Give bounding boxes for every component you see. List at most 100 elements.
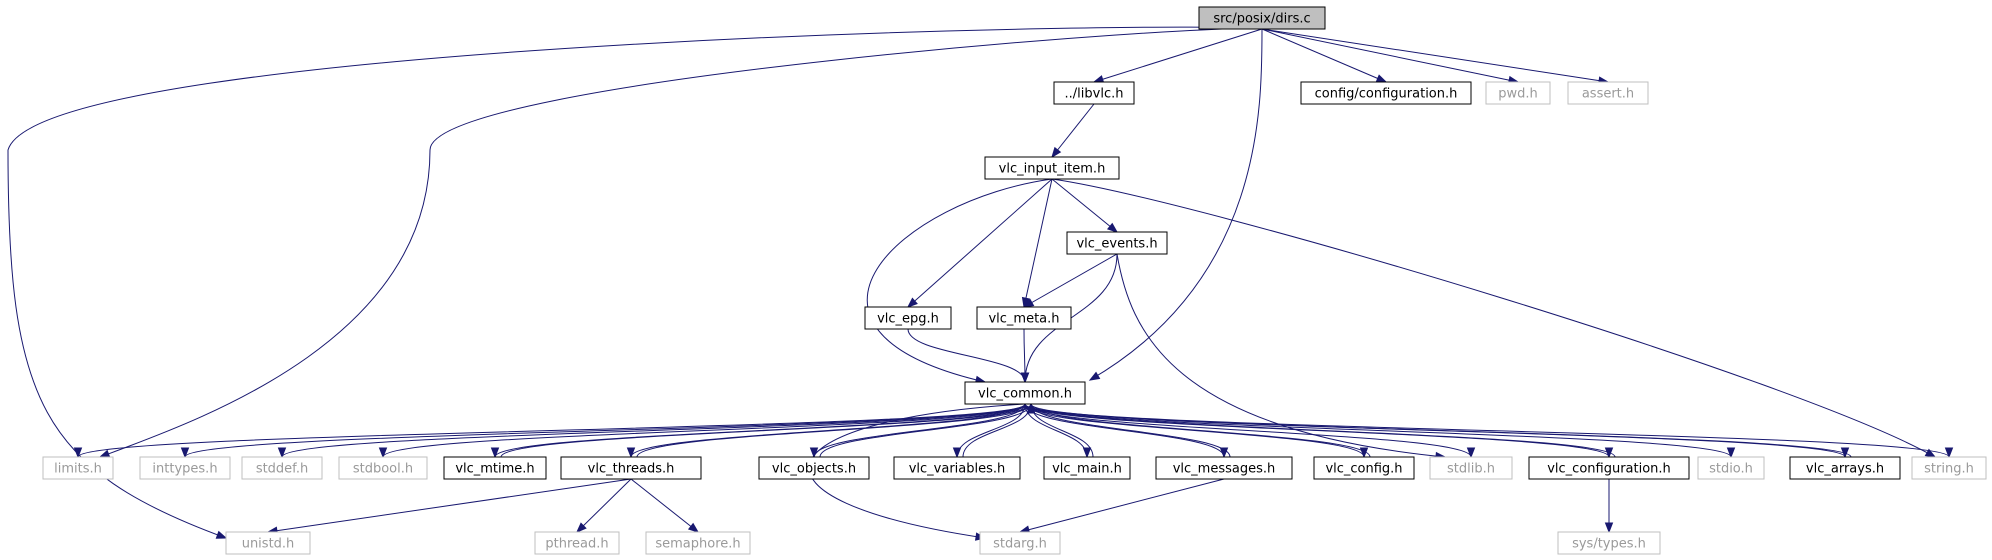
node-label: src/posix/dirs.c — [1213, 12, 1310, 27]
arrowhead-icon — [687, 522, 700, 533]
node-box — [443, 456, 547, 480]
edge-vlc_events_h-to-vlc_meta_h — [1022, 253, 1118, 308]
node-label: vlc_arrays.h — [1806, 462, 1884, 477]
arrowhead-icon — [1051, 146, 1062, 159]
edge-line — [1023, 178, 1053, 308]
node-box — [976, 306, 1072, 330]
arrowhead-icon — [1022, 298, 1035, 308]
node-vlc-mtime-h[interactable]: vlc_mtime.h — [443, 456, 547, 480]
node-label: unistd.h — [242, 537, 295, 552]
edge-vlc_input_item_h-to-vlc_meta_h — [1021, 178, 1053, 309]
edges-layer — [7, 26, 1954, 541]
node-vlc-variables-h[interactable]: vlc_variables.h — [893, 456, 1021, 480]
node-box — [1557, 531, 1661, 555]
node-box — [1528, 456, 1690, 480]
arrowhead-icon — [626, 447, 636, 459]
arrowhead-icon — [180, 447, 190, 459]
node-label: vlc_configuration.h — [1547, 462, 1671, 477]
node-stdarg-h: stdarg.h — [979, 531, 1061, 555]
node-sys-types-h: sys/types.h — [1557, 531, 1661, 555]
edge-line — [1051, 103, 1095, 158]
arrowhead-icon — [1604, 522, 1614, 534]
node-label: sys/types.h — [1572, 537, 1646, 552]
edge-line — [1051, 178, 1936, 458]
edge-vlc_messages_h-to-stdarg_h — [1018, 478, 1225, 534]
arrowhead-icon — [1375, 74, 1388, 83]
edge-line — [1261, 28, 1519, 83]
node-box — [645, 531, 751, 555]
node-inttypes-h: inttypes.h — [139, 456, 231, 480]
edge-line — [819, 403, 1032, 458]
node-dirs-c[interactable]: src/posix/dirs.c — [1198, 6, 1326, 30]
edge-line — [636, 403, 1032, 458]
node-vlc-arrays-h[interactable]: vlc_arrays.h — [1789, 456, 1901, 480]
node-label: stdarg.h — [993, 537, 1047, 552]
node-assert-h: assert.h — [1567, 81, 1649, 105]
edge-vlc_configuration_h-to-sys_types_h — [1604, 479, 1614, 534]
node-label: vlc_main.h — [1052, 462, 1122, 477]
node-box — [964, 381, 1086, 405]
node-box — [1789, 456, 1901, 480]
node-vlc-configuration-h[interactable]: vlc_configuration.h — [1528, 456, 1690, 480]
node-box — [534, 531, 620, 555]
node-box — [139, 456, 231, 480]
node-vlc-config-h[interactable]: vlc_config.h — [1313, 456, 1415, 480]
arrowhead-icon — [1088, 371, 1101, 381]
edge-line — [907, 178, 1053, 308]
arrowhead-icon — [1020, 372, 1030, 384]
edge-vlc_common_h-to-inttypes_h — [180, 403, 1026, 459]
edge-line — [281, 403, 1026, 458]
node-libvlc-h[interactable]: ../libvlc.h — [1053, 81, 1135, 105]
edge-line — [184, 403, 1026, 458]
node-box — [1485, 81, 1551, 105]
edge-vlc_configuration_h-to-vlc_common_h — [1026, 402, 1616, 458]
node-box — [1567, 81, 1649, 105]
edge-line — [77, 403, 1026, 458]
node-box — [1697, 456, 1765, 480]
node-label: config/configuration.h — [1315, 87, 1458, 102]
node-vlc-input-item-h[interactable]: vlc_input_item.h — [984, 156, 1120, 180]
arrowhead-icon — [1466, 447, 1476, 459]
arrowhead-icon — [952, 447, 962, 459]
arrowhead-icon — [215, 530, 228, 539]
edge-line — [813, 403, 1026, 458]
node-vlc-main-h[interactable]: vlc_main.h — [1043, 456, 1131, 480]
node-label: vlc_epg.h — [877, 312, 939, 327]
node-vlc-messages-h[interactable]: vlc_messages.h — [1155, 456, 1293, 480]
arrowhead-icon — [1924, 448, 1937, 458]
node-vlc-meta-h[interactable]: vlc_meta.h — [976, 306, 1072, 330]
node-box — [979, 531, 1061, 555]
edge-libvlc_h-to-vlc_input_item_h — [1051, 103, 1095, 159]
node-box — [225, 531, 311, 555]
node-config-configuration-h[interactable]: config/configuration.h — [1300, 81, 1472, 105]
node-label: vlc_objects.h — [772, 462, 856, 477]
edge-line — [1093, 28, 1263, 83]
node-unistd-h: unistd.h — [225, 531, 311, 555]
arrowhead-icon — [490, 447, 500, 459]
node-vlc-epg-h[interactable]: vlc_epg.h — [864, 306, 952, 330]
arrowhead-icon — [576, 522, 587, 533]
edge-vlc_meta_h-to-vlc_common_h — [1020, 328, 1030, 384]
edge-vlc_common_h-to-vlc_main_h — [1024, 403, 1092, 459]
node-label: vlc_variables.h — [909, 462, 1006, 477]
node-label: vlc_input_item.h — [999, 162, 1106, 177]
node-vlc-objects-h[interactable]: vlc_objects.h — [758, 456, 870, 480]
node-box — [1066, 231, 1168, 255]
node-box — [984, 156, 1120, 180]
node-vlc-events-h[interactable]: vlc_events.h — [1066, 231, 1168, 255]
node-label: pthread.h — [545, 537, 608, 552]
node-label: limits.h — [54, 462, 102, 477]
edge-line — [1261, 28, 1609, 83]
edge-line — [907, 328, 1026, 383]
node-box — [1155, 456, 1293, 480]
node-label: string.h — [1924, 462, 1974, 477]
edge-line — [500, 403, 1032, 458]
arrowhead-icon — [1106, 222, 1119, 233]
edge-dirs_c-to-libvlc_h — [1092, 28, 1263, 84]
node-vlc-threads-h[interactable]: vlc_threads.h — [560, 456, 702, 480]
node-label: vlc_events.h — [1076, 237, 1157, 252]
node-stddef-h: stddef.h — [241, 456, 323, 480]
edge-line — [1051, 178, 1118, 233]
node-vlc-common-h[interactable]: vlc_common.h — [964, 381, 1086, 405]
